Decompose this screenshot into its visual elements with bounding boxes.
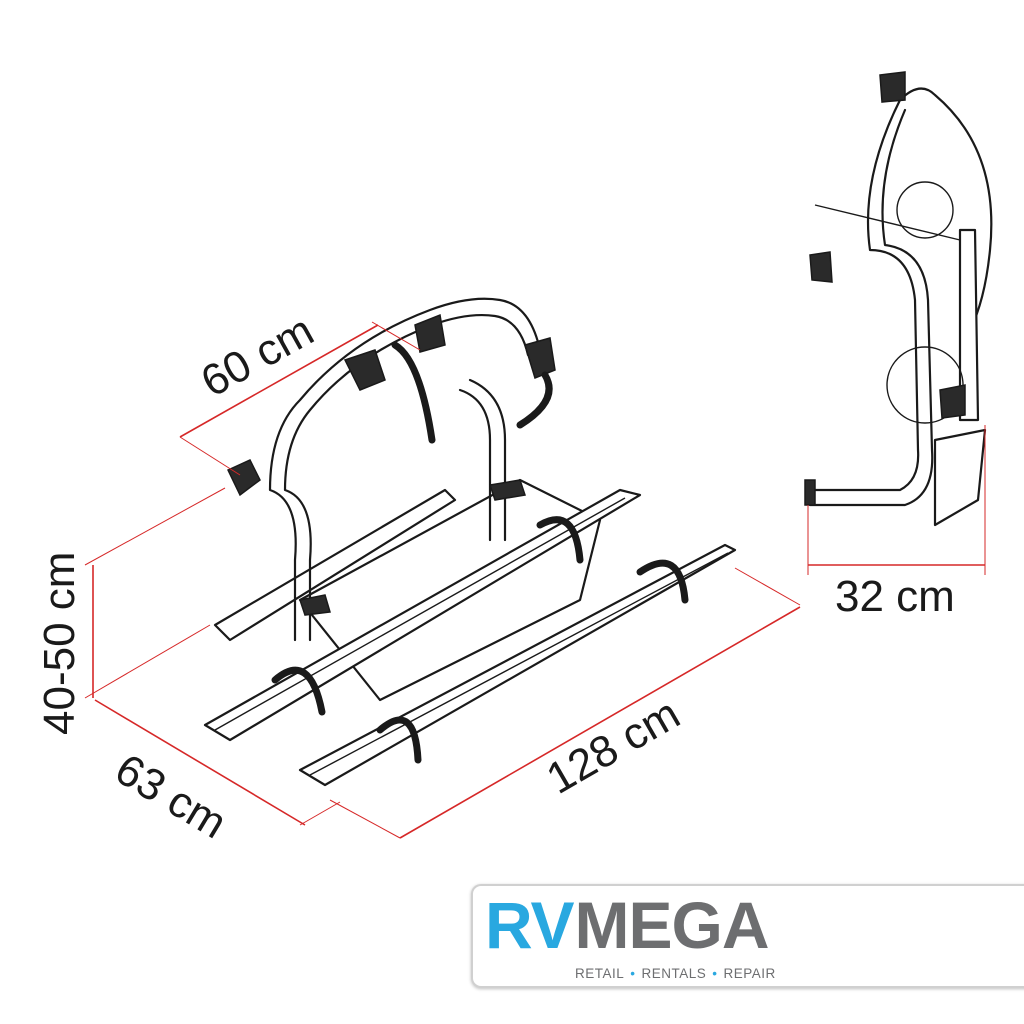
rack-crossbar bbox=[213, 488, 457, 642]
logo-tagline: RETAIL • RENTALS • REPAIR bbox=[575, 966, 776, 982]
logo-mega: MEGA bbox=[574, 888, 770, 962]
dimension-label-32cm: 32 cm bbox=[835, 572, 955, 621]
tagline-separator: • bbox=[712, 966, 718, 981]
wheel-rail-front bbox=[203, 488, 642, 742]
bike-rack-illustration bbox=[203, 297, 737, 787]
tagline-repair: REPAIR bbox=[723, 966, 776, 981]
dimension-label-63cm: 63 cm bbox=[107, 745, 235, 849]
tagline-separator: • bbox=[630, 966, 636, 981]
tagline-rentals: RENTALS bbox=[641, 966, 707, 981]
clamp bbox=[226, 459, 261, 497]
dimension-label-60cm: 60 cm bbox=[193, 306, 322, 407]
bike-rack-side-view bbox=[804, 71, 993, 527]
dimension-label-128cm: 128 cm bbox=[539, 689, 688, 804]
light-board bbox=[933, 428, 987, 527]
strap bbox=[391, 341, 436, 444]
tagline-retail: RETAIL bbox=[575, 966, 625, 981]
logo-rv: RV bbox=[485, 888, 574, 962]
dimension-lines bbox=[84, 321, 986, 839]
wheel-strap bbox=[271, 666, 326, 716]
frame-hoop-outer bbox=[268, 297, 542, 642]
dimension-label-40-50cm: 40-50 cm bbox=[35, 552, 84, 735]
